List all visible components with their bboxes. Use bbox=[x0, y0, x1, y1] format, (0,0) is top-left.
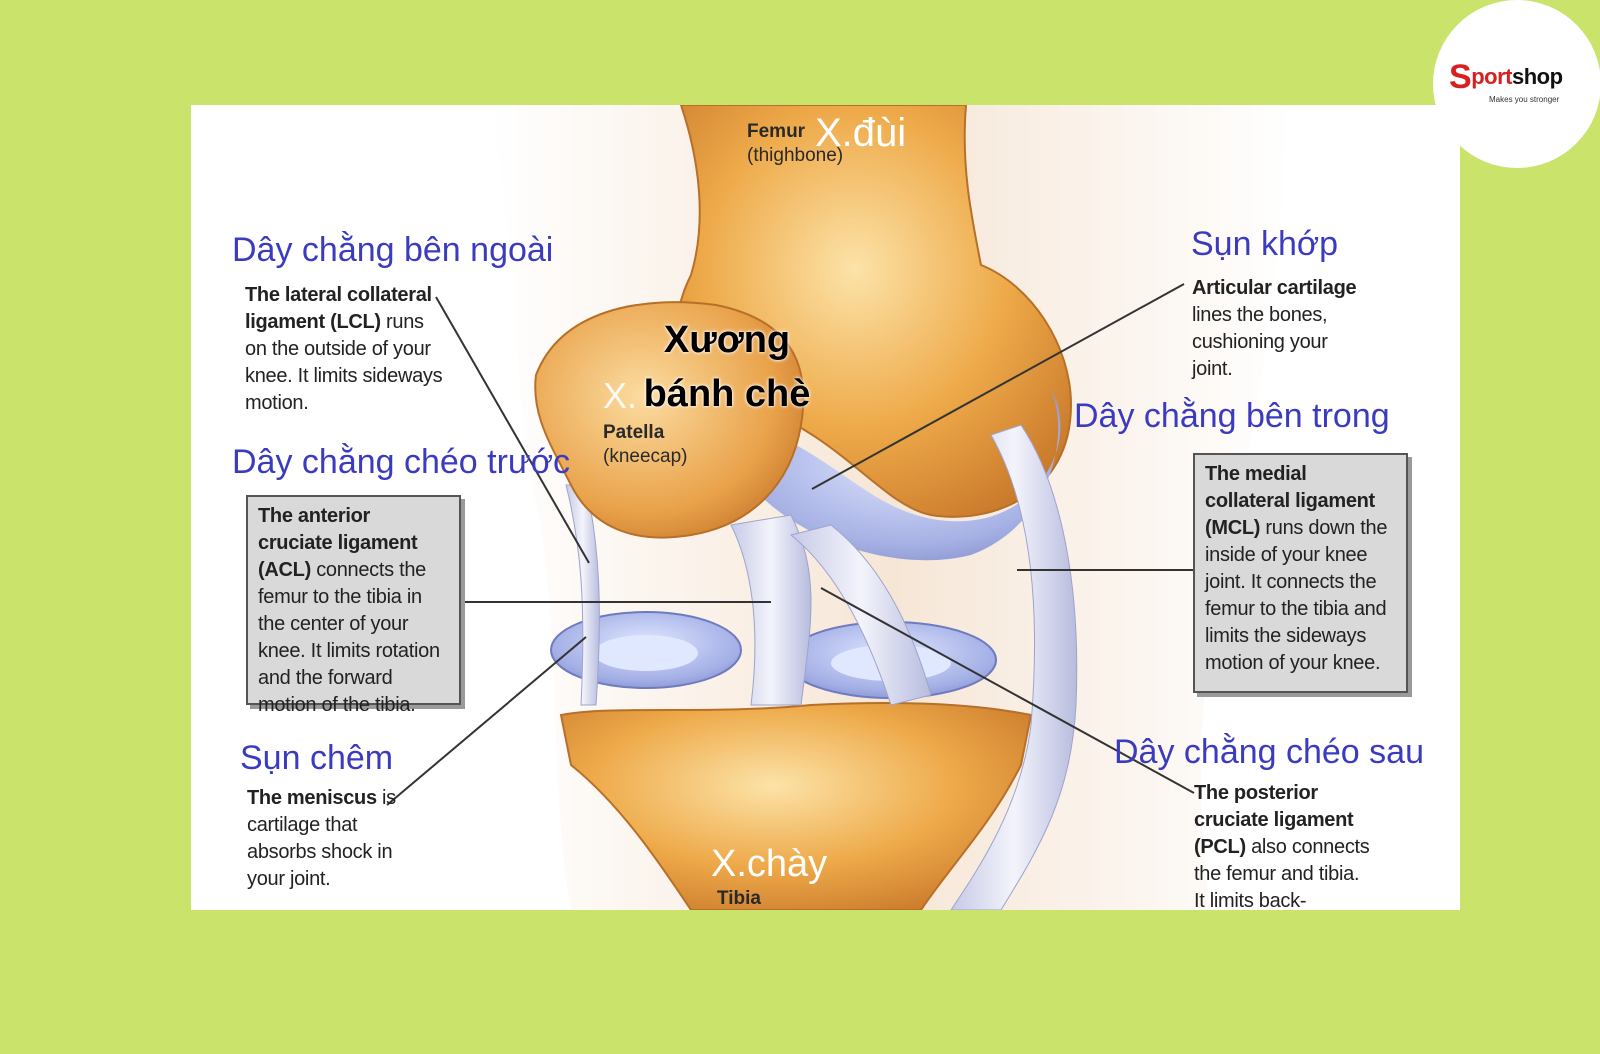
lcl-en-bold: The lateral collateral ligament (LCL) bbox=[245, 284, 432, 333]
patella-vn-line2: bánh chè bbox=[643, 373, 811, 415]
meniscus-vn-1: Sụn bbox=[240, 739, 301, 777]
cartilage-en-bold: Articular cartilage bbox=[1192, 277, 1357, 299]
patella-vn-line1: Xương bbox=[663, 319, 791, 361]
meniscus-en-rest: is cartilage that absorbs shock in your … bbox=[247, 787, 396, 890]
patella-en-sub: (kneecap) bbox=[603, 446, 688, 467]
lcl-ligament bbox=[565, 484, 600, 706]
femur-en-sub: (thighbone) bbox=[747, 145, 844, 166]
lcl-vn-label: Dây chằng bên ngoài bbox=[232, 231, 554, 269]
leader-lines bbox=[386, 283, 1195, 806]
tibia-en-label: Tibia bbox=[717, 888, 761, 909]
logo-shop: shop bbox=[1511, 64, 1563, 89]
femur-vn-label: X.đùi bbox=[815, 111, 907, 155]
mcl-en-bold: The medial collateral ligament (MCL) bbox=[1205, 463, 1375, 539]
lcl-description: The lateral collateral ligament (LCL) ru… bbox=[245, 282, 445, 417]
mcl-en-rest: runs down the inside of your knee joint.… bbox=[1205, 517, 1388, 674]
tibia-vn-label: X.chày bbox=[711, 843, 828, 885]
mcl-description-box: The medial collateral ligament (MCL) run… bbox=[1193, 453, 1408, 693]
pcl-en-bold: The posterior cruciate ligament (PCL) bbox=[1194, 782, 1354, 858]
acl-ligament bbox=[730, 514, 812, 706]
acl-vn-label: Dây chằng chéo trước bbox=[232, 443, 570, 481]
femur-en-label: Femur (thighbone) bbox=[747, 120, 843, 168]
tibia-bone bbox=[559, 702, 1033, 910]
mcl-vn-label: Dây chằng bên trong bbox=[1074, 397, 1390, 435]
cartilage-vn-label: Sụn khớp bbox=[1191, 225, 1339, 263]
logo-port: port bbox=[1471, 64, 1512, 89]
pcl-description: The posterior cruciate ligament (PCL) al… bbox=[1194, 780, 1374, 910]
patella-en-name: Patella bbox=[603, 422, 665, 443]
meniscus-en-bold: The meniscus bbox=[247, 787, 377, 809]
sportshop-logo[interactable]: Sportshop Makes you stronger bbox=[1433, 0, 1600, 168]
pcl-ligament bbox=[789, 524, 932, 706]
lcl-en-rest: runs on the outside of your knee. It lim… bbox=[245, 311, 443, 414]
pcl-vn-label: Dây chằng chéo sau bbox=[1114, 733, 1424, 771]
cartilage-en-rest: lines the bones, cushioning your joint. bbox=[1192, 304, 1328, 380]
patella-prefix: X. bbox=[603, 375, 638, 416]
knee-anatomy-illustration bbox=[386, 105, 1291, 910]
acl-en-rest: connects the femur to the tibia in the c… bbox=[258, 559, 440, 716]
meniscus-vn-label: Sụn chêm bbox=[240, 739, 393, 778]
articular-cartilage bbox=[751, 390, 1061, 561]
meniscus-vn-2: chêm bbox=[309, 739, 394, 777]
logo-wordmark: Sportshop bbox=[1449, 58, 1563, 97]
acl-en-bold: The anterior cruciate ligament (ACL) bbox=[258, 505, 418, 581]
pcl-en-rest: also connects the femur and tibia. It li… bbox=[1194, 836, 1370, 910]
cartilage-description: Articular cartilage lines the bones, cus… bbox=[1192, 275, 1372, 383]
knee-diagram-panel: Femur (thighbone) X.đùi X. Patella (knee… bbox=[191, 105, 1460, 910]
patella-en-label: Patella (kneecap) bbox=[603, 421, 688, 469]
femur-en-name: Femur bbox=[747, 121, 806, 142]
patella-vn-label: Xương bánh chè bbox=[627, 313, 827, 421]
patella-bone bbox=[534, 301, 805, 539]
meniscus-left-inner bbox=[594, 635, 698, 671]
s-swoosh-icon: S bbox=[1449, 58, 1472, 96]
acl-description-box: The anterior cruciate ligament (ACL) con… bbox=[246, 495, 461, 716]
logo-tagline: Makes you stronger bbox=[1489, 95, 1560, 104]
meniscus-description: The meniscus is cartilage that absorbs s… bbox=[247, 785, 427, 893]
